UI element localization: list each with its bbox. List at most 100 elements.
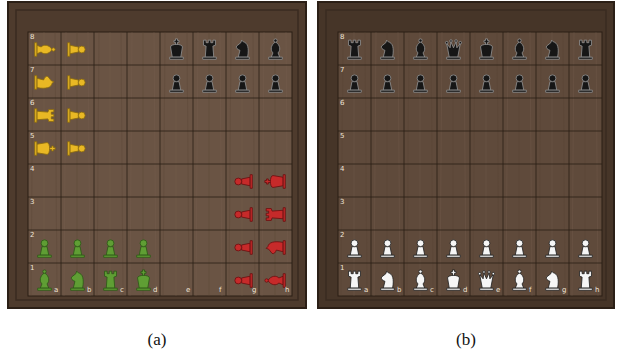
chess-piece bbox=[447, 75, 461, 92]
piece-part bbox=[242, 276, 251, 285]
piece-part bbox=[447, 42, 461, 57]
piece-part bbox=[104, 255, 118, 257]
piece-part bbox=[516, 75, 523, 82]
chess-piece bbox=[579, 75, 593, 92]
chess-piece bbox=[546, 75, 560, 92]
piece-part bbox=[447, 90, 461, 92]
piece-part bbox=[348, 90, 362, 92]
piece-part bbox=[37, 76, 54, 88]
piece-part bbox=[78, 79, 85, 86]
piece-part bbox=[235, 211, 242, 218]
piece-part bbox=[205, 82, 214, 91]
piece-part bbox=[581, 82, 590, 91]
piece-part bbox=[266, 209, 283, 221]
chess-piece bbox=[68, 76, 85, 90]
piece-part bbox=[74, 240, 81, 247]
piece-part bbox=[73, 247, 82, 256]
chess-piece bbox=[513, 270, 527, 290]
piece-part bbox=[381, 57, 395, 59]
piece-part bbox=[480, 255, 494, 257]
chess-piece bbox=[546, 240, 560, 257]
file-letter: e bbox=[496, 287, 500, 294]
piece-part bbox=[381, 90, 395, 92]
chess-piece bbox=[35, 43, 55, 57]
piece-part bbox=[515, 247, 524, 256]
piece-part bbox=[274, 39, 277, 42]
piece-part bbox=[483, 271, 486, 274]
piece-part bbox=[381, 255, 395, 257]
chess-piece bbox=[579, 40, 593, 59]
chess-piece bbox=[381, 75, 395, 92]
grid-line bbox=[226, 32, 227, 296]
rank-number: 5 bbox=[340, 133, 344, 140]
piece-part bbox=[449, 247, 458, 256]
piece-part bbox=[250, 241, 252, 255]
piece-part bbox=[137, 288, 151, 290]
board-field bbox=[28, 32, 292, 296]
piece-part bbox=[68, 109, 70, 123]
piece-part bbox=[383, 247, 392, 256]
chess-piece bbox=[513, 75, 527, 92]
chess-piece bbox=[269, 75, 283, 92]
chess-piece bbox=[381, 40, 395, 59]
piece-part bbox=[579, 57, 593, 59]
chess-board bbox=[318, 2, 614, 308]
chess-piece bbox=[35, 76, 54, 90]
piece-part bbox=[270, 176, 283, 188]
piece-part bbox=[104, 288, 118, 290]
chess-piece bbox=[381, 271, 395, 290]
rank-number: 6 bbox=[30, 100, 34, 107]
chess-piece bbox=[266, 241, 285, 255]
piece-part bbox=[70, 45, 79, 54]
rank-number: 6 bbox=[340, 100, 344, 107]
piece-part bbox=[78, 145, 85, 152]
rank-number: 4 bbox=[30, 166, 34, 173]
piece-part bbox=[140, 240, 147, 247]
file-letter: c bbox=[120, 287, 124, 294]
piece-part bbox=[37, 45, 52, 54]
piece-part bbox=[68, 142, 70, 156]
piece-part bbox=[50, 146, 56, 151]
chess-piece bbox=[71, 240, 85, 257]
grid-line bbox=[503, 32, 504, 296]
chess-piece bbox=[35, 142, 55, 156]
piece-part bbox=[548, 82, 557, 91]
piece-part bbox=[419, 39, 422, 42]
chess-piece bbox=[137, 240, 151, 257]
chess-piece bbox=[513, 39, 527, 59]
chess-piece bbox=[478, 271, 494, 291]
piece-part bbox=[236, 90, 250, 92]
piece-part bbox=[271, 42, 280, 57]
piece-part bbox=[481, 44, 493, 57]
piece-part bbox=[515, 82, 524, 91]
piece-part bbox=[515, 273, 524, 288]
rank-number: 3 bbox=[30, 199, 34, 206]
chess-piece bbox=[414, 240, 428, 257]
chess-piece bbox=[579, 271, 593, 290]
piece-part bbox=[447, 255, 461, 257]
piece-part bbox=[250, 274, 252, 288]
piece-part bbox=[173, 75, 180, 82]
rank-number: 5 bbox=[30, 133, 34, 140]
piece-part bbox=[283, 241, 285, 255]
piece-part bbox=[37, 110, 54, 122]
piece-part bbox=[384, 75, 391, 82]
chess-piece bbox=[480, 75, 494, 92]
piece-part bbox=[546, 90, 560, 92]
chess-piece bbox=[104, 271, 118, 290]
piece-part bbox=[105, 271, 117, 288]
piece-part bbox=[350, 82, 359, 91]
piece-part bbox=[416, 82, 425, 91]
piece-part bbox=[414, 288, 428, 290]
chess-piece bbox=[236, 40, 250, 59]
piece-part bbox=[174, 39, 179, 45]
piece-part bbox=[482, 247, 491, 256]
board-frame bbox=[8, 2, 306, 308]
rank-number: 7 bbox=[340, 67, 344, 74]
chess-piece bbox=[348, 271, 362, 290]
piece-part bbox=[581, 247, 590, 256]
subfigure-caption: (a) bbox=[148, 331, 167, 348]
chess-piece bbox=[269, 39, 283, 59]
piece-part bbox=[579, 90, 593, 92]
